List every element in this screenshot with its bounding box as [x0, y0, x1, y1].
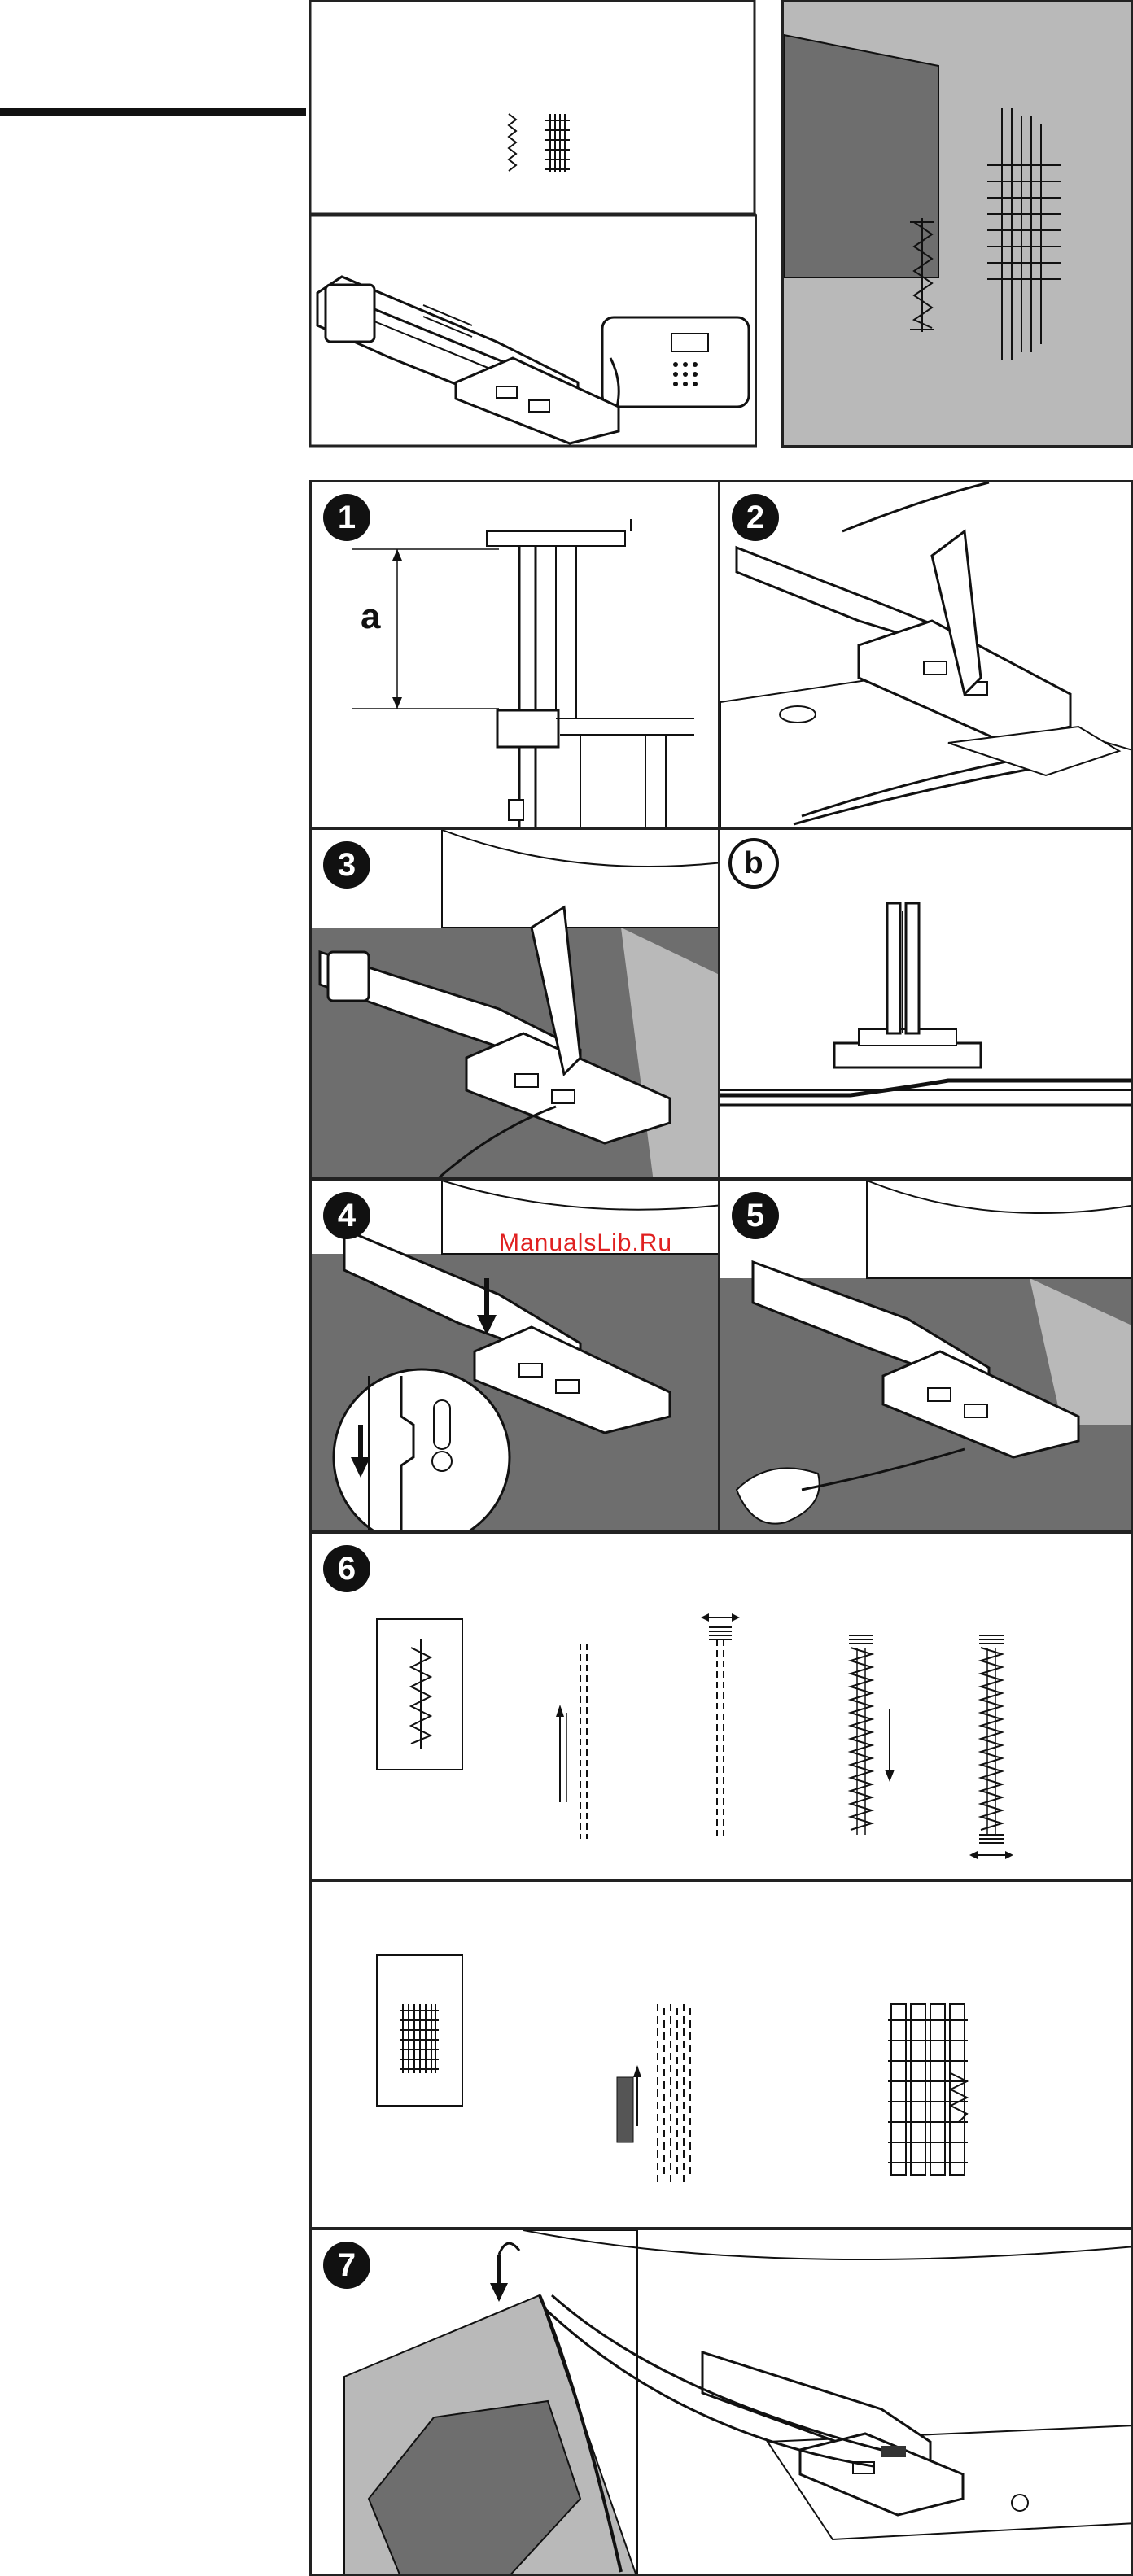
step-b-panel: b — [718, 827, 1133, 1180]
step-3-badge: 3 — [323, 841, 370, 889]
stitch-sample-panel — [781, 0, 1133, 448]
step-1-badge: 1 — [323, 494, 370, 541]
step-1-panel: 1 a — [309, 480, 720, 830]
step-4-badge: 4 — [323, 1192, 370, 1239]
step-6-zigzag-sequence-panel: 6 — [309, 1531, 1133, 1881]
section-heading-rule — [0, 108, 306, 116]
watermark-text: ManualsLib.Ru — [499, 1229, 672, 1257]
step-b-badge: b — [728, 838, 779, 889]
step-5-panel: 5 — [718, 1178, 1133, 1532]
step-5-badge: 5 — [732, 1192, 779, 1239]
machine-overview-panel — [309, 0, 757, 448]
step-3-panel: 3 — [309, 827, 720, 1180]
step-7-panel: 7 — [309, 2228, 1133, 2576]
step-2-badge: 2 — [732, 494, 779, 541]
step-6-badge: 6 — [323, 1545, 370, 1592]
step-4-panel: 4 ManualsLib.Ru — [309, 1178, 720, 1532]
step-2-panel: 2 — [718, 480, 1133, 830]
step-7-badge: 7 — [323, 2242, 370, 2289]
step-6-grid-sequence-panel — [309, 1880, 1133, 2229]
